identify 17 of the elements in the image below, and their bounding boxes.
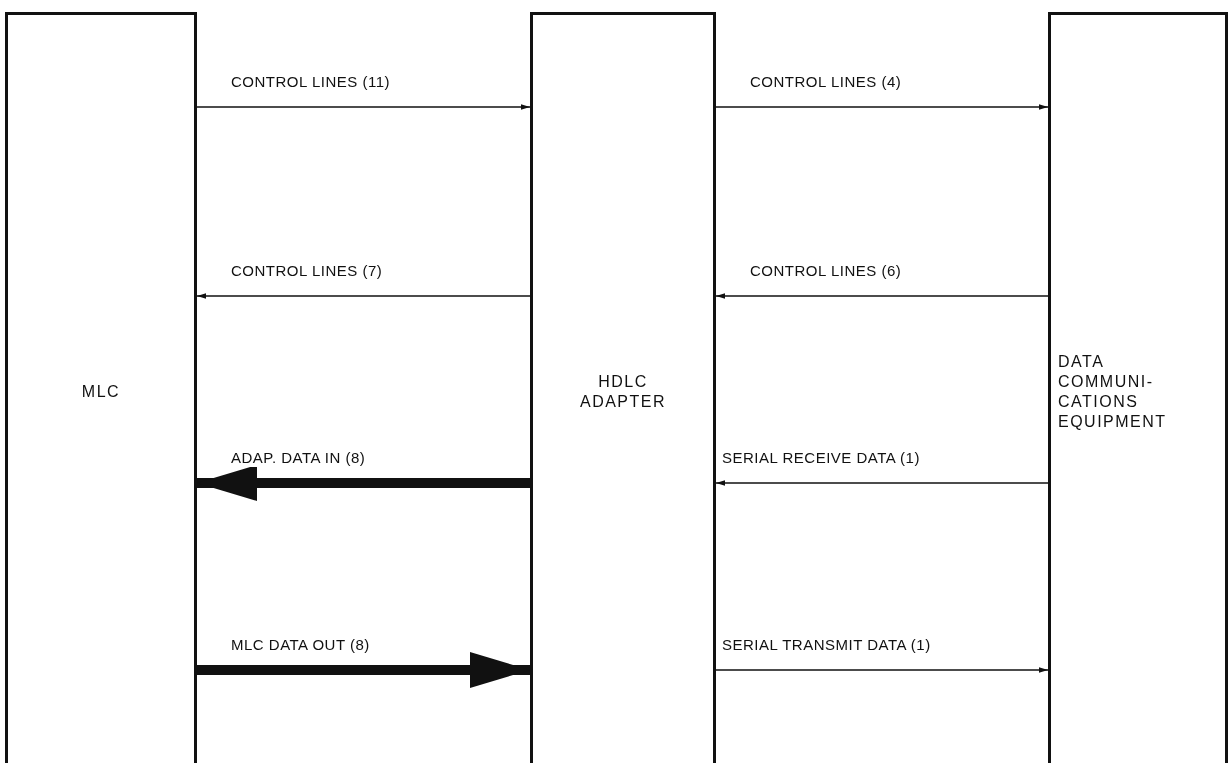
- block-label: MLC: [80, 382, 122, 402]
- arrow: [715, 480, 1049, 486]
- block-box: [530, 12, 716, 763]
- arrow: [715, 293, 1049, 299]
- block-box: [1048, 12, 1228, 763]
- block-box: [5, 12, 197, 763]
- arrow: [715, 667, 1049, 673]
- block-label: DATA COMMUNI- CATIONS EQUIPMENT: [1058, 352, 1168, 432]
- arrow: [715, 104, 1049, 110]
- edge-label: SERIAL TRANSMIT DATA (1): [720, 636, 933, 654]
- edge-label: MLC DATA OUT (8): [229, 636, 372, 654]
- arrow: [196, 293, 531, 299]
- edge-label: SERIAL RECEIVE DATA (1): [720, 449, 922, 467]
- arrow: [196, 104, 531, 110]
- arrow: [197, 465, 530, 501]
- arrow: [197, 652, 530, 688]
- block-label: HDLC ADAPTER: [578, 372, 668, 412]
